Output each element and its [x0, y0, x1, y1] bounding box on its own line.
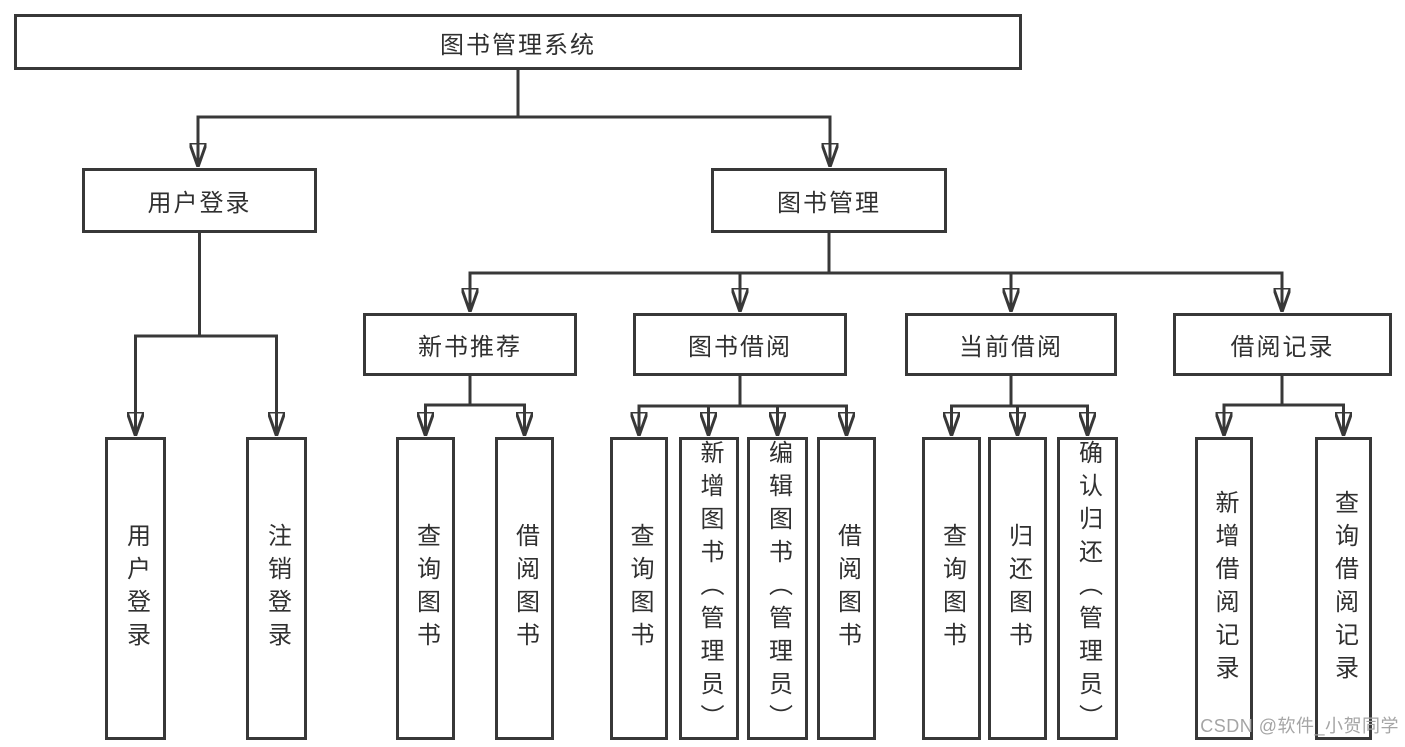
connector-root-to-level2 [198, 70, 830, 166]
leaf-query-books: 查询图书 [922, 437, 981, 740]
leaf-label: 查询图书 [412, 522, 440, 655]
leaf-query-books: 查询图书 [610, 437, 668, 740]
node-current-borrow: 当前借阅 [905, 313, 1117, 376]
node-user-login-group: 用户登录 [82, 168, 317, 233]
leaf-label: 查询图书 [626, 522, 653, 655]
connector-book-management-to-level3 [470, 233, 1282, 311]
leaf-confirm-return-admin: 确认归还（管理员） [1057, 437, 1118, 740]
connector-borrow-records-to-leaves [1224, 375, 1344, 435]
node-label: 当前借阅 [959, 334, 1063, 361]
node-label: 用户登录 [147, 190, 252, 217]
leaf-label: 归还图书 [1004, 522, 1032, 655]
leaf-label: 注销登录 [263, 522, 291, 655]
connector-new-book-recommend-to-leaves [426, 376, 525, 435]
node-borrow-records: 借阅记录 [1173, 313, 1392, 376]
leaf-return-book: 归还图书 [988, 437, 1047, 740]
leaf-user-login: 用户登录 [105, 437, 166, 740]
leaf-borrow-books: 借阅图书 [817, 437, 876, 740]
leaf-label: 新增图书（管理员） [696, 440, 723, 737]
leaf-label: 新增借阅记录 [1211, 489, 1238, 688]
leaf-borrow-books: 借阅图书 [495, 437, 554, 740]
node-new-book-recommend: 新书推荐 [363, 313, 577, 376]
leaf-edit-book-admin: 编辑图书（管理员） [747, 437, 808, 740]
leaf-label: 查询图书 [938, 522, 966, 655]
leaf-logout: 注销登录 [246, 437, 307, 740]
node-label: 图书管理 [777, 190, 881, 217]
node-label: 图书借阅 [688, 334, 792, 361]
leaf-label: 借阅图书 [511, 522, 539, 655]
connector-book-borrow-to-leaves [639, 375, 847, 435]
connector-current-borrow-to-leaves [952, 375, 1088, 435]
node-root-system: 图书管理系统 [14, 14, 1022, 70]
connector-user-login-to-leaves [136, 233, 277, 435]
leaf-query-books: 查询图书 [396, 437, 455, 740]
leaf-query-borrow-record: 查询借阅记录 [1315, 437, 1372, 740]
leaf-label: 编辑图书（管理员） [764, 440, 792, 737]
leaf-add-book-admin: 新增图书（管理员） [679, 437, 739, 740]
leaf-label: 借阅图书 [833, 522, 861, 655]
node-book-management: 图书管理 [711, 168, 947, 233]
node-label: 图书管理系统 [440, 31, 596, 59]
csdn-watermark: CSDN @软件_小贺同学 [1200, 716, 1399, 736]
leaf-label: 用户登录 [122, 522, 150, 655]
leaf-label: 查询借阅记录 [1330, 489, 1358, 688]
leaf-label: 确认归还（管理员） [1074, 440, 1102, 737]
node-book-borrow: 图书借阅 [633, 313, 847, 376]
node-label: 新书推荐 [418, 334, 522, 361]
node-label: 借阅记录 [1230, 334, 1335, 361]
leaf-add-borrow-record: 新增借阅记录 [1195, 437, 1253, 740]
